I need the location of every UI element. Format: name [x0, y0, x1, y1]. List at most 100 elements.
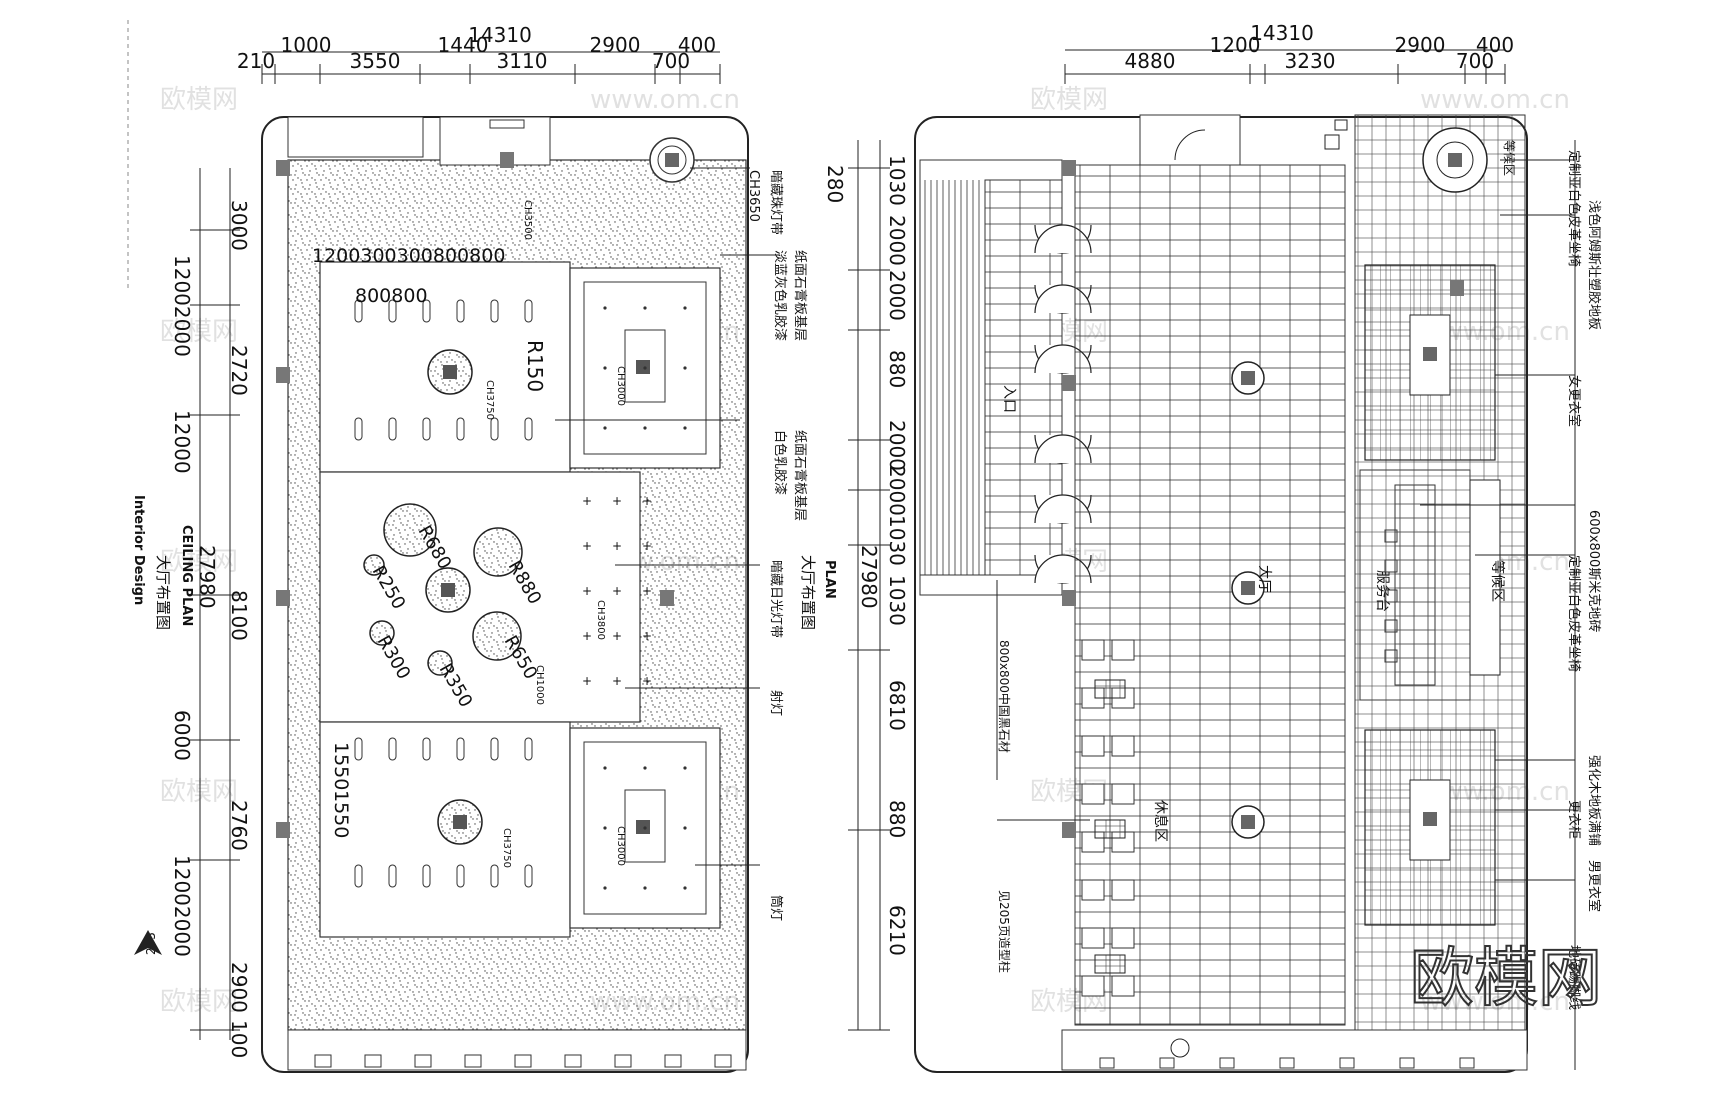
side-dim: 100	[227, 1020, 251, 1058]
ceiling-box-light	[636, 360, 650, 374]
side-dim: 2900	[227, 962, 251, 1013]
note-text-right: 地砖踢脚线	[1566, 945, 1582, 1010]
circular-ceiling-recess	[472, 611, 522, 661]
locker-column	[1423, 347, 1437, 361]
note-text-right: 强化木地板满铺	[1586, 755, 1601, 846]
ceiling-height-label: CH3500	[522, 200, 533, 240]
ceiling-height-label: CH3750	[484, 380, 495, 420]
note-text-right: 浅色阿姆斯壮塑胶地板	[1586, 200, 1602, 330]
ceiling-box-inner	[583, 281, 707, 455]
note-text: 筒灯	[768, 895, 784, 921]
note-text-right: 600x800斯米克地砖	[1586, 510, 1601, 632]
note-text-right: 更衣柜	[1566, 800, 1582, 839]
top-dim: 210	[237, 49, 275, 73]
pill-light	[388, 737, 397, 761]
pill-light	[354, 864, 363, 888]
pill-light	[422, 299, 431, 323]
bottom-fixture	[664, 1054, 682, 1068]
door-room	[1139, 114, 1241, 166]
ceiling-light-core	[665, 153, 679, 167]
pill-light	[524, 299, 533, 323]
spot-mark: +	[582, 584, 592, 598]
door-swing	[1174, 129, 1206, 161]
bottom-fixture	[564, 1054, 582, 1068]
note-text: CH3650	[746, 170, 761, 222]
side-dim-right: 1030	[885, 155, 909, 206]
inner-dims-2: 800800	[355, 285, 428, 307]
note-text-right: 定制亚白色皮革坐椅	[1566, 555, 1582, 672]
side-dim-outer: 12002000	[170, 255, 194, 357]
top-dim: 3550	[350, 49, 401, 73]
side-dim-right: 2000	[885, 215, 909, 266]
lounge-chair	[1111, 783, 1135, 805]
column-block	[276, 160, 290, 176]
downlight-dot	[603, 366, 607, 370]
side-dim-right: 880	[885, 800, 909, 838]
column-block	[1062, 822, 1076, 838]
note-text: 白色乳胶漆	[772, 430, 788, 495]
lounge-chair	[1111, 735, 1135, 757]
design-label: Interior Design	[131, 495, 146, 605]
circular-ceiling-recess	[383, 503, 437, 557]
side-dim-right: 880	[885, 350, 909, 388]
pill-light	[422, 737, 431, 761]
plan-title-en: PLAN	[822, 560, 837, 599]
note-text: 淡蓝灰色乳胶漆	[772, 250, 788, 341]
top-room-mid	[439, 116, 551, 166]
side-dim-right-b: 280	[823, 165, 847, 203]
watermark: www.om.cn	[590, 85, 740, 115]
top-dim: 1000	[281, 33, 332, 57]
downlight-dot	[643, 766, 647, 770]
pill-light	[388, 299, 397, 323]
downlight-dot	[603, 826, 607, 830]
total-width: 14310	[468, 23, 532, 47]
pill-light	[490, 864, 499, 888]
column-block	[276, 367, 290, 383]
side-table	[1094, 954, 1126, 974]
downlight-dot	[643, 426, 647, 430]
downlight-dot	[683, 426, 687, 430]
downlight-dot	[643, 826, 647, 830]
room-lounge: 休息区	[1152, 800, 1169, 842]
total-width-right: 14310	[1250, 21, 1314, 45]
watermark: www.om.cn	[1420, 85, 1570, 115]
bottom-fixture	[364, 1054, 382, 1068]
lounge-chair	[1081, 639, 1105, 661]
downlight-dot	[643, 306, 647, 310]
side-dim-right: 1030	[885, 515, 909, 566]
bottom-fixture	[464, 1054, 482, 1068]
watermark: 欧模网	[1030, 85, 1108, 115]
note-text: 纸面石膏板基层	[792, 250, 808, 341]
total-height-right: 27980	[857, 545, 881, 609]
downlight-dot	[643, 366, 647, 370]
bottom-fixture	[1219, 1057, 1235, 1069]
spot-mark: +	[582, 539, 592, 553]
round-sofa-inner	[1436, 141, 1474, 179]
lounge-chair	[1111, 639, 1135, 661]
spot-mark: +	[612, 674, 622, 688]
side-dim-right: 2000	[885, 465, 909, 516]
ceiling-height-label: CH3000	[615, 366, 626, 406]
spot-mark: +	[582, 674, 592, 688]
pill-light	[422, 417, 431, 441]
bottom-strip	[287, 1029, 747, 1071]
spot-mark: +	[642, 494, 652, 508]
ceiling-plan: CH3000CH3000+++++++++++++++1200300300800…	[127, 20, 808, 1073]
downlight-dot	[603, 306, 607, 310]
downlight-dot	[683, 366, 687, 370]
side-dim: 2760	[227, 800, 251, 851]
column-block	[1450, 280, 1464, 296]
pill-light	[388, 417, 397, 441]
downlight-dot	[643, 886, 647, 890]
spot-mark: +	[642, 629, 652, 643]
lounge-chair	[1081, 735, 1105, 757]
watermark: 欧模网	[160, 987, 238, 1017]
bottom-fixture	[1159, 1057, 1175, 1069]
side-dim-right: 2000	[885, 270, 909, 321]
pill-light	[456, 864, 465, 888]
step-base	[919, 574, 1063, 596]
spot-mark: +	[582, 629, 592, 643]
pill-light	[490, 737, 499, 761]
floor-column-core	[1241, 581, 1255, 595]
side-dim: 3000	[227, 200, 251, 251]
